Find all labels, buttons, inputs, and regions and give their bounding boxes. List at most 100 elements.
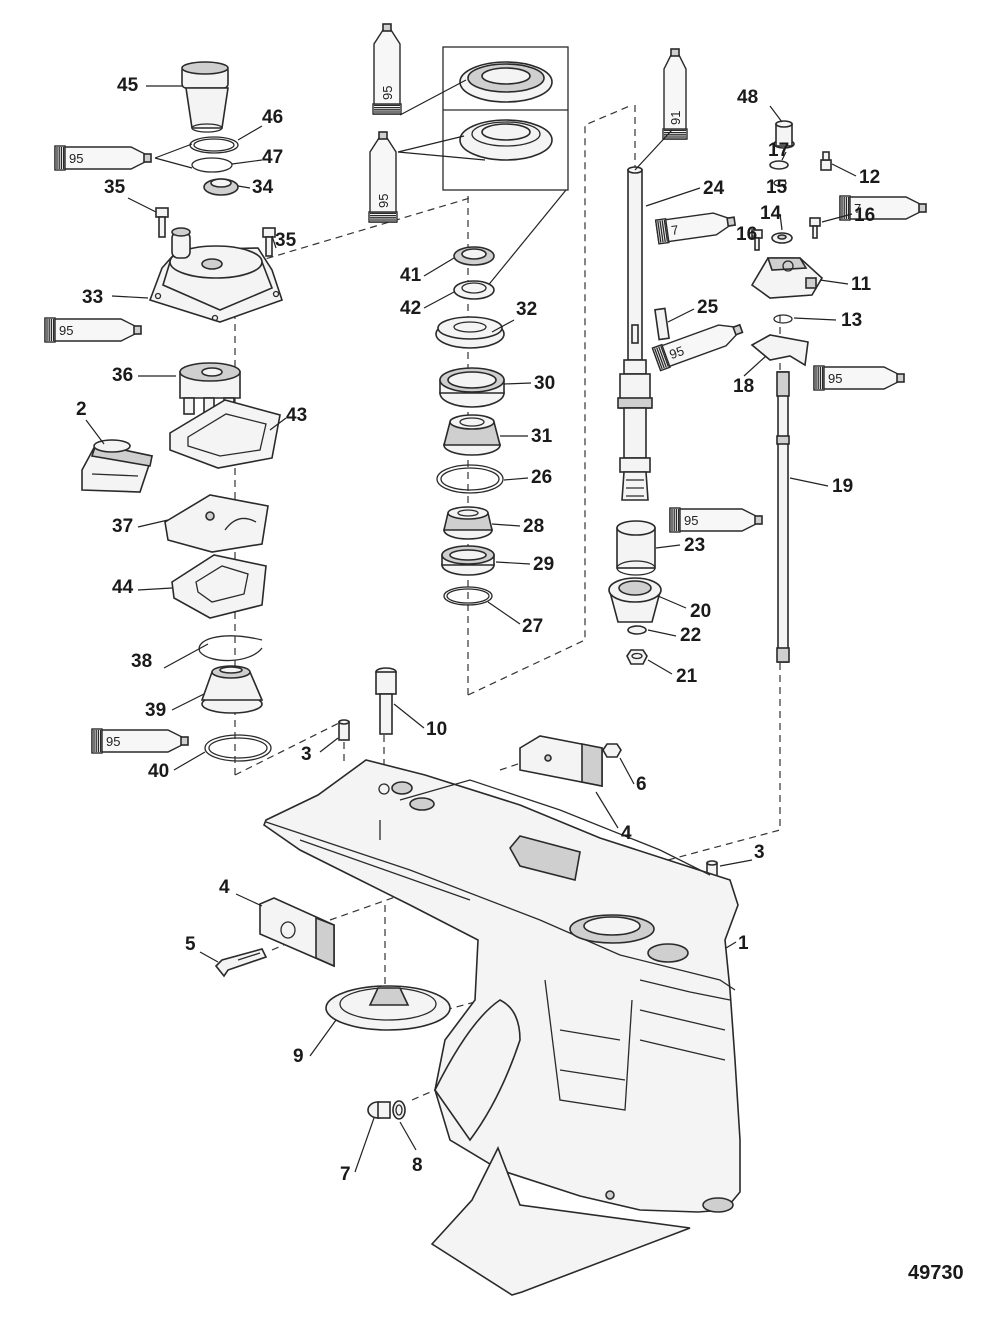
callout-number: 48 (737, 87, 758, 108)
callout-number: 12 (859, 167, 880, 188)
sealant-tube-label: 95 (828, 371, 842, 386)
part-34-grommet (203, 178, 239, 196)
callout-leader-line (781, 183, 785, 189)
part-3-dowel-right (706, 860, 718, 880)
sealant-tube-label: 95 (69, 151, 83, 166)
sealant-tube-icon: 7 (839, 195, 927, 221)
callout-number: 3 (301, 744, 312, 765)
part-46-o-ring (189, 136, 239, 154)
callout-number: 15 (766, 177, 788, 198)
callout-leader-lines (85, 85, 857, 1173)
callout-number: 36 (112, 365, 133, 386)
callout-number: 45 (117, 75, 139, 96)
callout-number: 14 (760, 203, 782, 224)
part-28-bearing (442, 506, 494, 540)
part-4-anode-top (519, 735, 603, 787)
callout-number: 19 (832, 476, 853, 497)
part-36-impeller (179, 362, 241, 415)
sealant-tube-icon: 95 (44, 317, 142, 343)
part-32-retainer (435, 316, 505, 349)
part-31-tapered-bearing (442, 414, 502, 456)
part-24-driveshaft (617, 166, 653, 501)
callout-number: 16 (736, 224, 757, 245)
callout-number: 17 (768, 140, 789, 161)
callout-leader-line (503, 477, 529, 481)
part-7-drain-screw (367, 1101, 391, 1119)
sealant-tube-icon: 95 (669, 507, 763, 533)
callout-leader-line (655, 544, 681, 549)
part-13-o-ring (773, 314, 793, 324)
callout-leader-line (163, 643, 209, 669)
callout-leader-line (487, 601, 521, 625)
seal-inset-box (442, 46, 569, 191)
callout-leader-line (199, 951, 219, 963)
callout-number: 46 (262, 107, 283, 128)
callout-number: 26 (531, 467, 552, 488)
callout-number: 2 (76, 399, 87, 420)
sealant-tube-icon: 95 (54, 145, 152, 171)
callout-leader-line (393, 703, 425, 729)
part-27-ring (443, 586, 493, 606)
callout-leader-line (719, 859, 753, 867)
callout-number: 33 (82, 287, 103, 308)
part-40-o-ring (204, 734, 272, 762)
callout-leader-line (491, 523, 521, 527)
callout-number: 39 (145, 700, 166, 721)
callout-number: 21 (676, 666, 698, 687)
part-19-shift-shaft (776, 371, 790, 663)
callout-leader-line (743, 355, 767, 377)
callout-number: 5 (185, 934, 196, 955)
sealant-tube-label: 95 (667, 343, 686, 362)
callout-number: 11 (851, 274, 872, 295)
callout-leader-line (725, 941, 737, 949)
callout-number: 7 (340, 1164, 351, 1185)
callout-number: 32 (516, 299, 537, 320)
sealant-tube-icon: 95 (651, 323, 744, 372)
callout-leader-line (137, 587, 173, 591)
callout-leader-line (495, 561, 531, 565)
callout-leader-line (127, 197, 157, 213)
part-10-screw (375, 667, 397, 735)
part-5-screw (214, 948, 268, 978)
part-45-pump-insert (181, 61, 229, 133)
callout-number: 1 (738, 933, 749, 954)
sealant-tube-icon: 95 (813, 365, 905, 391)
part-38-ring (198, 635, 263, 662)
callout-leader-line (309, 1019, 337, 1057)
sealant-tube-icon: 91 (662, 48, 688, 140)
part-39-pump-base (200, 665, 264, 714)
sealant-tube-icon: 95 (372, 23, 402, 115)
callout-leader-line (769, 105, 783, 123)
callout-number: 4 (621, 823, 632, 844)
callout-leader-line (491, 319, 515, 333)
callout-leader-line (645, 187, 701, 207)
part-20-pinion-gear (608, 577, 662, 623)
callout-number: 23 (684, 535, 705, 556)
part-21-nut (626, 649, 648, 665)
part-29-cup (441, 545, 495, 576)
part-25-key (654, 307, 670, 341)
part-3-dowel-left (338, 719, 350, 741)
part-16-screw-right (809, 217, 821, 239)
sealant-leader-line (154, 157, 193, 169)
callout-number: 35 (104, 177, 126, 198)
sealant-tube-label: 95 (106, 734, 120, 749)
part-44-gasket (171, 554, 267, 619)
part-26-shim (436, 464, 504, 494)
callout-number: 13 (841, 310, 862, 331)
callout-number: 24 (703, 178, 725, 199)
callout-leader-line (271, 235, 277, 249)
callout-leader-line (237, 185, 251, 189)
callout-number: 28 (523, 516, 544, 537)
callout-number: 18 (733, 376, 754, 397)
part-12-plug (820, 151, 832, 171)
part-35-screw-left (155, 207, 169, 238)
sealant-tube-label: 7 (670, 222, 679, 238)
callout-number: 20 (690, 601, 711, 622)
callout-leader-line (354, 1117, 375, 1173)
callout-leader-line (619, 757, 635, 785)
part-37-face-plate (164, 494, 269, 553)
sealant-leader-line (634, 129, 673, 171)
